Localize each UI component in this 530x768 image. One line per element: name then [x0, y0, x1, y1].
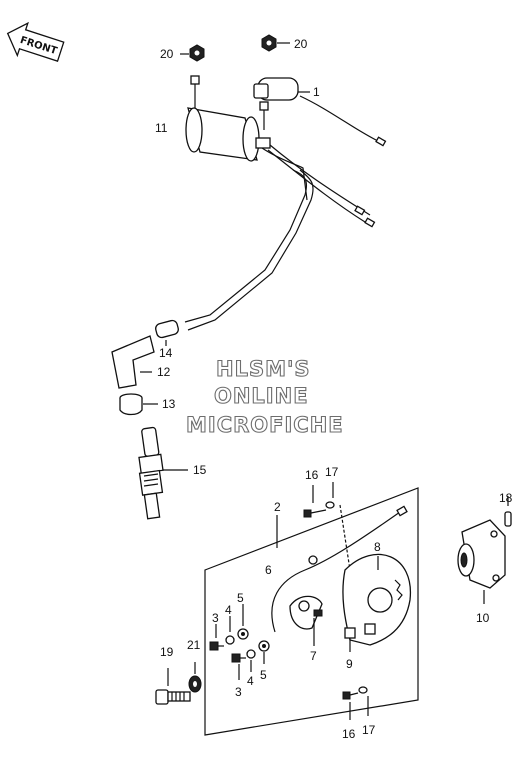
- plug-cap-seal-part-14: [155, 319, 179, 346]
- callout-12: 12: [157, 365, 171, 379]
- callout-3-lower: 3: [235, 685, 242, 699]
- callout-19: 19: [160, 645, 174, 659]
- callout-5-upper: 5: [237, 591, 244, 605]
- callout-14: 14: [159, 346, 173, 360]
- callout-4-lower: 4: [247, 674, 254, 688]
- callout-20-left: 20: [160, 47, 174, 61]
- callout-10: 10: [476, 611, 490, 625]
- callout-16-top: 16: [305, 468, 319, 482]
- watermark-line-1: HLSM'S: [216, 357, 311, 381]
- contact-breaker-part-7: [289, 595, 323, 646]
- callout-4-upper: 4: [225, 603, 232, 617]
- stator-plate-assembly-part-2: [204, 487, 419, 736]
- callout-5-lower: 5: [260, 668, 267, 682]
- cam-part-10: [457, 519, 506, 604]
- front-arrow: FRONT: [6, 21, 65, 62]
- screw-part-16-top: [303, 485, 327, 518]
- watermark-line-3: MICROFICHE: [186, 413, 344, 437]
- lead-wire-part-6: [271, 505, 408, 633]
- pin-part-18: [504, 496, 512, 527]
- callout-7: 7: [310, 649, 317, 663]
- watermark-line-2: ONLINE: [214, 384, 309, 408]
- callout-15: 15: [193, 463, 207, 477]
- spark-plug-part-15: [138, 426, 188, 520]
- washer-part-21: [188, 662, 202, 693]
- callout-13: 13: [162, 397, 176, 411]
- plug-cap-part-12: [111, 335, 155, 389]
- washer-part-17-top: [325, 482, 351, 571]
- callout-17-bottom: 17: [362, 723, 376, 737]
- callout-20-right: 20: [294, 37, 308, 51]
- callout-2: 2: [274, 500, 281, 514]
- callout-3-upper: 3: [212, 611, 219, 625]
- ignition-coil-part-11: [185, 75, 376, 228]
- washer-part-5-upper: [237, 604, 249, 640]
- callout-21: 21: [187, 638, 201, 652]
- felt-part-9: [344, 623, 376, 652]
- screw-part-3-upper: [209, 624, 224, 651]
- nut-part-20-left: [180, 44, 205, 62]
- washer-part-4-lower: [246, 649, 256, 672]
- callout-1: 1: [313, 85, 320, 99]
- washer-part-17-bottom: [358, 686, 369, 716]
- washer-part-4-upper: [225, 616, 235, 645]
- screw-part-3-lower: [231, 653, 246, 680]
- callout-16-bottom: 16: [342, 727, 356, 741]
- screw-part-16-bottom: [342, 691, 359, 720]
- callout-17-top: 17: [325, 465, 339, 479]
- callout-9: 9: [346, 657, 353, 671]
- watermark: HLSM'S ONLINE MICROFICHE: [185, 356, 344, 437]
- nut-part-20-right: [261, 34, 290, 52]
- bolt-part-19: [155, 668, 191, 705]
- base-plate-part-8: [342, 553, 411, 646]
- condenser-part-1: [253, 77, 387, 147]
- cap-part-13: [119, 393, 158, 416]
- callout-8: 8: [374, 540, 381, 554]
- callout-6: 6: [265, 563, 272, 577]
- callout-11: 11: [155, 121, 168, 135]
- callout-18: 18: [499, 491, 513, 505]
- washer-part-5-lower: [258, 640, 270, 664]
- high-tension-cord: [184, 169, 314, 331]
